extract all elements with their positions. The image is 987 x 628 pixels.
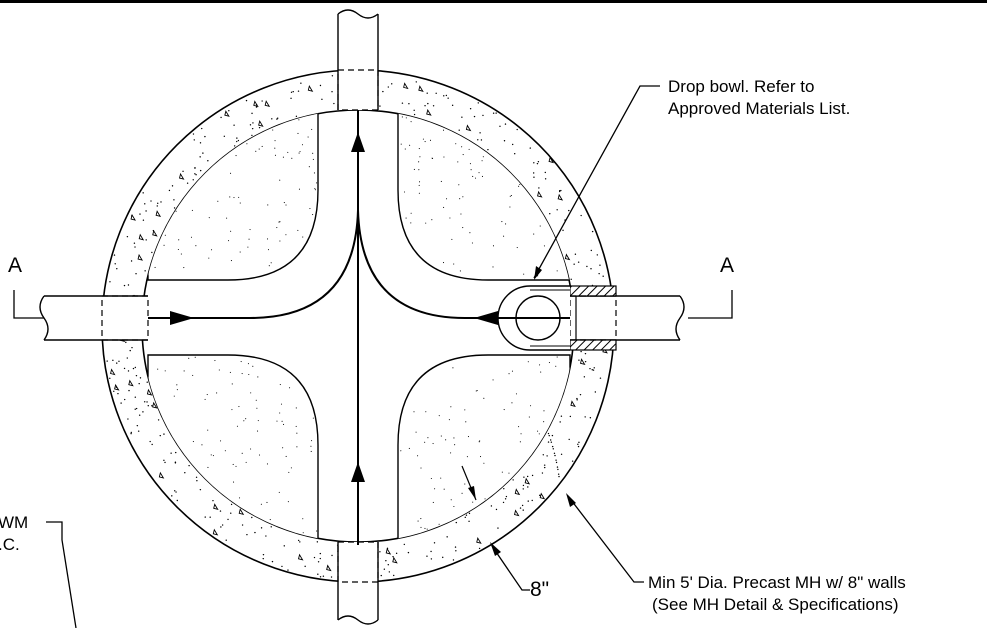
- pipe-left: [38, 295, 149, 341]
- manhole-note-callout: Min 5' Dia. Precast MH w/ 8" walls (See …: [566, 493, 906, 614]
- wall-dimension: 8": [461, 465, 549, 601]
- pipe-top: [337, 6, 379, 111]
- cut-note-line1: WM: [0, 513, 28, 532]
- cut-off-note: WM .C.: [0, 513, 77, 628]
- section-label-left: A: [8, 254, 22, 277]
- arrow-right-left: [170, 311, 194, 325]
- cut-note-line2: .C.: [0, 535, 20, 554]
- section-marker-left: A: [8, 254, 44, 319]
- arrow-up-top: [351, 132, 365, 152]
- flow-arrows: [170, 132, 498, 482]
- arrow-left-right: [474, 311, 498, 325]
- mh-note-line2: (See MH Detail & Specifications): [652, 595, 899, 614]
- wall-dim-label: 8": [530, 578, 549, 601]
- arrow-up-bottom: [351, 462, 365, 482]
- drop-bowl-note-line1: Drop bowl. Refer to: [668, 77, 814, 96]
- top-border: [0, 0, 987, 3]
- section-marker-right: A: [688, 254, 734, 319]
- drop-bowl-note-line2: Approved Materials List.: [668, 99, 850, 118]
- pipe-right: [569, 285, 686, 351]
- pipe-bottom: [337, 541, 379, 625]
- mh-note-line1: Min 5' Dia. Precast MH w/ 8" walls: [648, 573, 906, 592]
- drop-bowl-callout: Drop bowl. Refer to Approved Materials L…: [533, 77, 850, 280]
- section-label-right: A: [720, 254, 734, 277]
